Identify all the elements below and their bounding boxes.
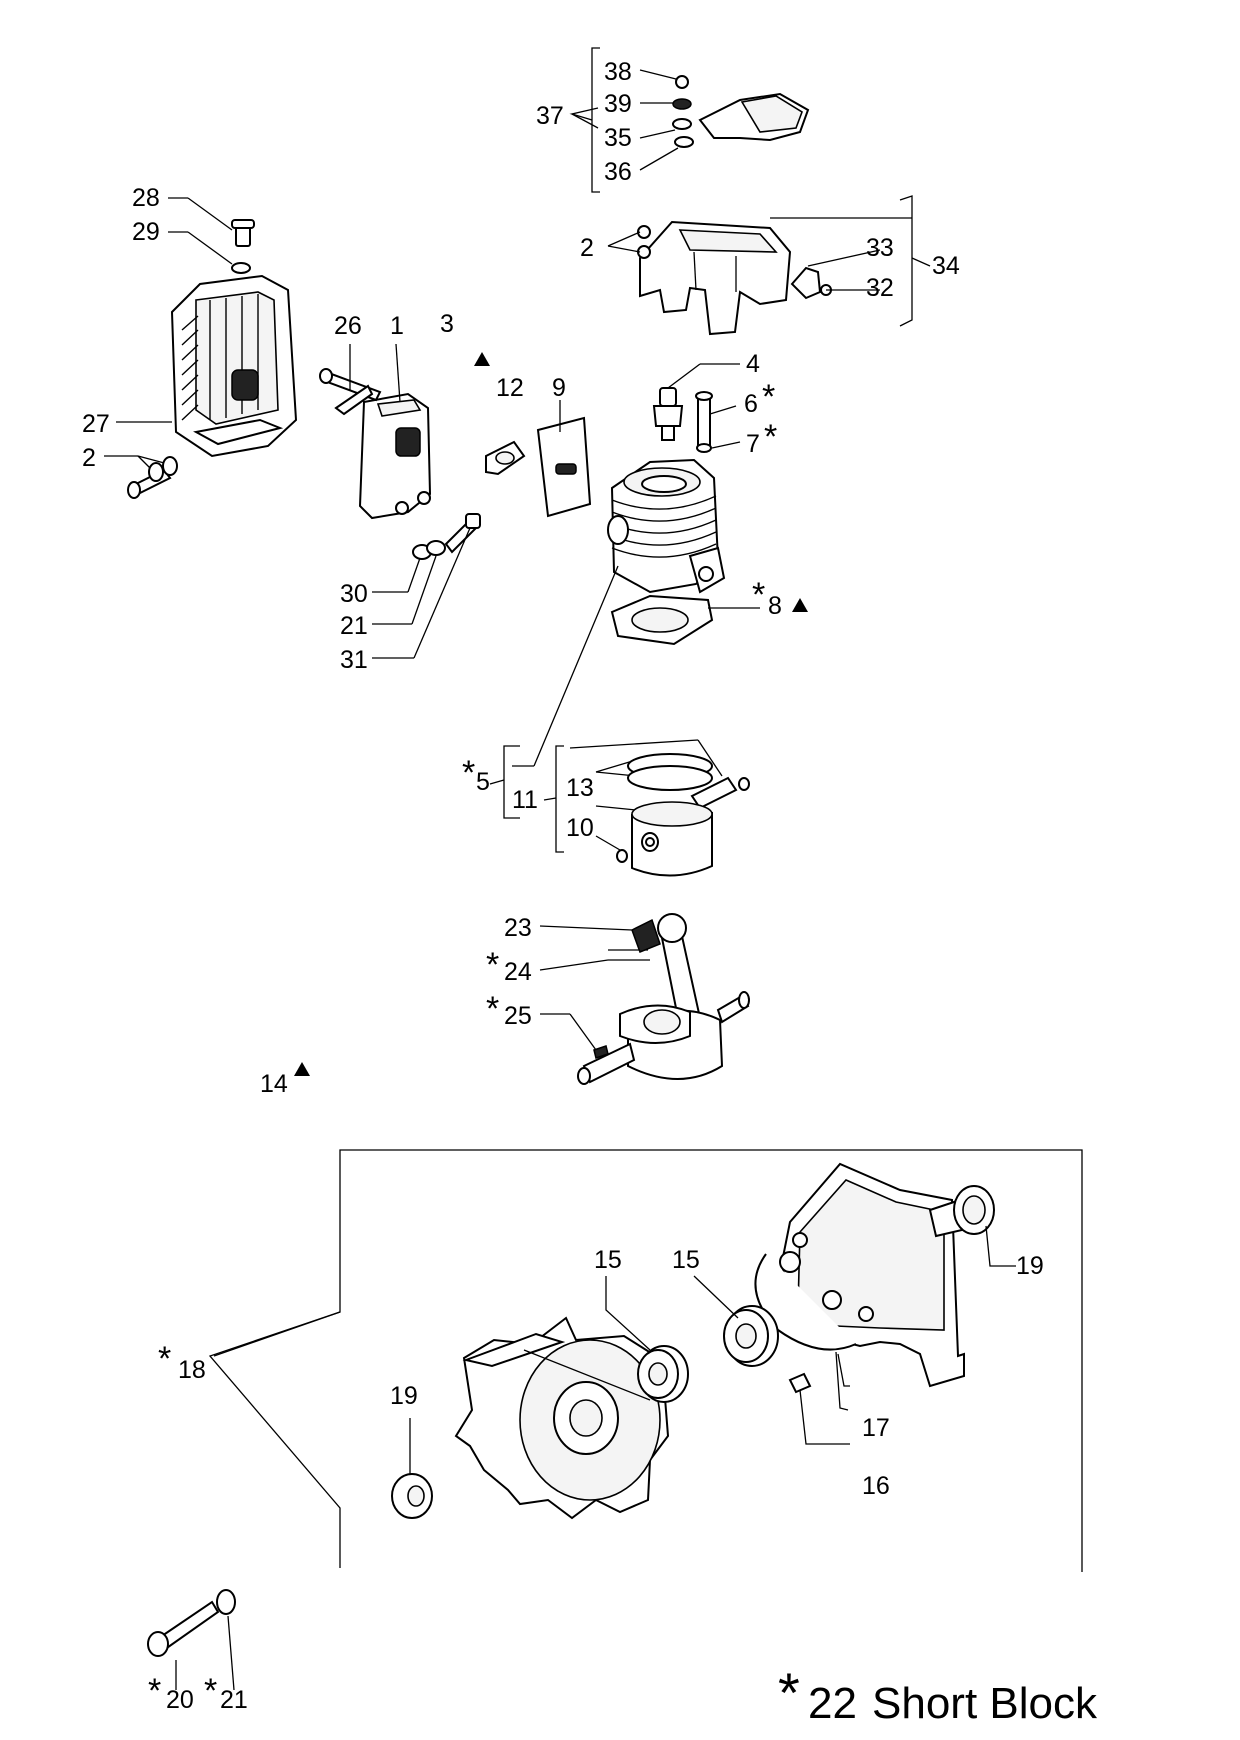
- asterisk-8: *: [752, 576, 765, 614]
- label-31: 31: [340, 646, 368, 674]
- label-12: 12: [496, 374, 524, 402]
- asterisk-24: *: [486, 946, 499, 984]
- label-6: 6: [744, 390, 758, 418]
- part-group-34: [607, 195, 931, 336]
- label-15-left: 15: [594, 1246, 622, 1274]
- asterisk-20: *: [148, 1672, 161, 1710]
- label-25: 25: [504, 1002, 532, 1030]
- label-9: 9: [552, 374, 566, 402]
- label-34: 34: [932, 252, 960, 280]
- plate-9: [536, 400, 592, 518]
- label-5: 5: [476, 768, 490, 796]
- label-10: 10: [566, 814, 594, 842]
- label-30: 30: [340, 580, 368, 608]
- label-39: 39: [604, 90, 632, 118]
- label-4: 4: [746, 350, 760, 378]
- part-group-37: [569, 47, 810, 193]
- crankshaft-icon: [539, 913, 750, 1085]
- gasket-12: [485, 440, 526, 476]
- triangle-marker-icon: [474, 352, 490, 366]
- bolt-28-29: [168, 197, 255, 274]
- bolt-20-21: [147, 1589, 236, 1691]
- piston-group: [489, 739, 750, 877]
- label-19-right: 19: [1016, 1252, 1044, 1280]
- bearing-19-left-icon: [391, 1418, 433, 1519]
- label-7: 7: [746, 430, 760, 458]
- short-block-bracket: [208, 1149, 1083, 1572]
- label-17: 17: [862, 1414, 890, 1442]
- bolt-26-1: [319, 343, 401, 416]
- cylinder-icon: [607, 458, 726, 594]
- muffler-icon: [358, 392, 432, 520]
- label-1: 1: [390, 312, 404, 340]
- label-20: 20: [166, 1686, 194, 1714]
- bearing-15-right-icon: [693, 1275, 779, 1367]
- label-28: 28: [132, 184, 160, 212]
- label-32: 32: [866, 274, 894, 302]
- short-block-caption: Short Block: [872, 1679, 1098, 1728]
- asterisk-5: *: [462, 754, 475, 792]
- label-35: 35: [604, 124, 632, 152]
- label-21-bottom: 21: [220, 1686, 248, 1714]
- label-3: 3: [440, 310, 454, 338]
- dowel-16-seal-17: [788, 1351, 850, 1445]
- label-8: 8: [768, 592, 782, 620]
- asterisk-22: *: [778, 1661, 800, 1724]
- piston-icon: [631, 812, 713, 877]
- triangle-marker-icon: [792, 598, 808, 612]
- label-23: 23: [504, 914, 532, 942]
- label-13: 13: [566, 774, 594, 802]
- spark-plug-icon: [652, 363, 740, 441]
- label-36: 36: [604, 158, 632, 186]
- label-33: 33: [866, 234, 894, 262]
- gasket-8: [610, 594, 760, 646]
- asterisk-25: *: [486, 990, 499, 1028]
- asterisk-6: *: [762, 378, 775, 416]
- bolt-30-21-31: [372, 513, 481, 659]
- label-2-left: 2: [82, 444, 96, 472]
- label-38: 38: [604, 58, 632, 86]
- bearing-15-left-icon: [605, 1276, 689, 1403]
- label-11: 11: [512, 786, 538, 814]
- asterisk-18: *: [158, 1340, 171, 1378]
- label-19-left: 19: [390, 1382, 418, 1410]
- label-16: 16: [862, 1472, 890, 1500]
- label-29: 29: [132, 218, 160, 246]
- crankcase-half-right-icon: [754, 1162, 965, 1388]
- pin-6-washer-7: [695, 391, 741, 453]
- label-21-top: 21: [340, 612, 368, 640]
- muffler-cover-icon: [170, 274, 298, 458]
- label-27: 27: [82, 410, 110, 438]
- asterisk-21: *: [204, 1672, 217, 1710]
- triangle-marker-icon: [294, 1062, 310, 1076]
- label-15-right: 15: [672, 1246, 700, 1274]
- label-22: 22: [808, 1679, 857, 1728]
- label-18: 18: [178, 1356, 206, 1384]
- label-14: 14: [260, 1070, 288, 1098]
- label-24: 24: [504, 958, 532, 986]
- crankcase-half-left-icon: [454, 1316, 670, 1520]
- label-2-top: 2: [580, 234, 594, 262]
- label-26: 26: [334, 312, 362, 340]
- bearing-19-right-icon: [953, 1185, 1016, 1267]
- bolt-2-cover: [104, 455, 178, 499]
- label-37: 37: [536, 102, 564, 130]
- asterisk-7: *: [764, 418, 777, 456]
